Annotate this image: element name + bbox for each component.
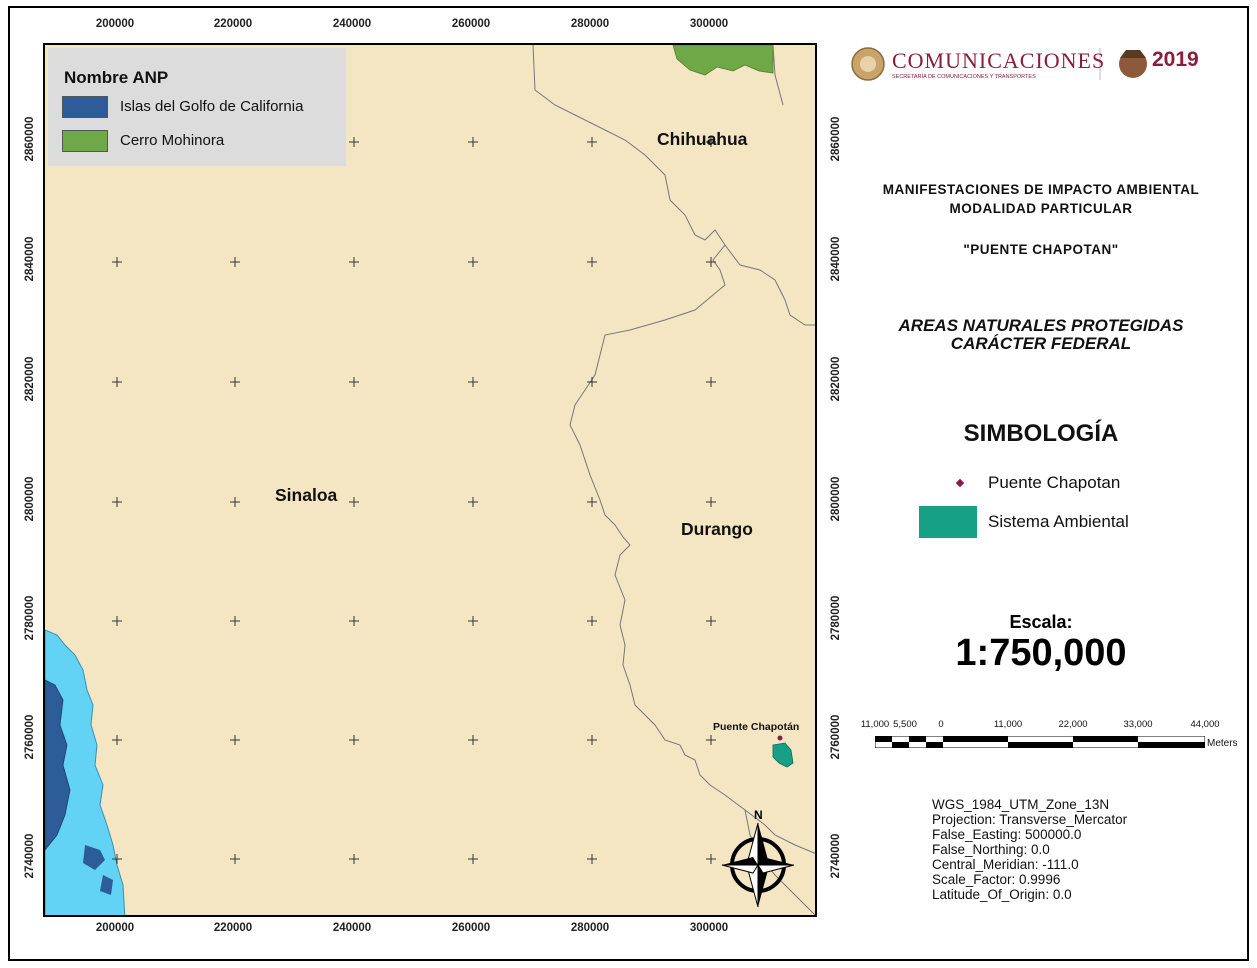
scale-bar-label: 44,000: [1190, 719, 1220, 730]
x-tick-label: 200000: [95, 922, 135, 934]
legend-swatch-mohinora: [62, 130, 108, 152]
sistema-ambiental-region: [772, 742, 794, 768]
x-tick-label: 240000: [332, 18, 372, 30]
legend-title: Nombre ANP: [64, 68, 169, 87]
label-chihuahua: Chihuahua: [657, 129, 748, 149]
x-tick-label: 220000: [213, 922, 253, 934]
title-line1: MANIFESTACIONES DE IMPACTO AMBIENTAL: [882, 182, 1200, 197]
scale-bar-label: 5,500: [893, 719, 917, 730]
subtitle-line1: AREAS NATURALES PROTEGIDAS: [898, 316, 1184, 335]
label-puente-chapotan: Puente Chapotán: [713, 721, 800, 733]
x-tick-label: 220000: [213, 18, 253, 30]
legend-label-mohinora: Cerro Mohinora: [120, 132, 225, 149]
y-tick-label: 2820000: [830, 356, 842, 402]
y-tick-label: 2740000: [830, 833, 842, 879]
sct-logo: COMUNICACIONES SECRETARÍA DE COMUNICACIO…: [850, 42, 1220, 84]
islas-region: [45, 679, 71, 851]
logo-subtext: SECRETARÍA DE COMUNICACIONES Y TRANSPORT…: [892, 74, 1036, 80]
north-arrow: N: [721, 808, 795, 908]
scale-unit: Meters: [1207, 738, 1238, 749]
svg-text:N: N: [754, 808, 763, 822]
projection-line: False_Northing: 0.0: [932, 842, 1050, 857]
map-canvas: N: [45, 45, 815, 915]
projection-line: WGS_1984_UTM_Zone_13N: [932, 797, 1110, 812]
scale-bar: [875, 736, 1205, 748]
legend-swatch-islas: [62, 96, 108, 118]
x-tick-label: 280000: [570, 18, 610, 30]
legend-label-islas: Islas del Golfo de California: [120, 98, 304, 115]
islas-small-2: [100, 875, 113, 895]
logo-text: COMUNICACIONES: [892, 48, 1106, 73]
y-tick-label: 2860000: [830, 116, 842, 162]
x-tick-label: 260000: [451, 18, 491, 30]
x-tick-label: 300000: [689, 922, 729, 934]
label-durango: Durango: [681, 519, 753, 539]
label-sinaloa: Sinaloa: [275, 485, 338, 505]
y-tick-label: 2800000: [24, 476, 36, 522]
y-tick-label: 2740000: [24, 833, 36, 879]
y-tick-label: 2840000: [830, 236, 842, 282]
projection-info: WGS_1984_UTM_Zone_13N Projection: Transv…: [932, 797, 1127, 902]
logo-graphic: [851, 47, 1147, 81]
scale-bar-label: 33,000: [1123, 719, 1153, 730]
projection-line: Scale_Factor: 0.9996: [932, 872, 1061, 887]
y-tick-label: 2840000: [24, 236, 36, 282]
water-body: [45, 629, 126, 915]
symbology-label-puente: Puente Chapotan: [988, 473, 1121, 492]
border-chihuahua-east: [772, 45, 784, 106]
y-tick-label: 2860000: [24, 116, 36, 162]
x-tick-label: 240000: [332, 922, 372, 934]
islas-small: [83, 845, 105, 870]
project-name: "PUENTE CHAPOTAN": [963, 242, 1119, 257]
scale-bar-label: 11,000: [860, 719, 890, 730]
y-tick-label: 2780000: [24, 595, 36, 641]
x-tick-label: 280000: [570, 922, 610, 934]
scale-label: Escala:: [1009, 612, 1073, 632]
symbology-label-sistema: Sistema Ambiental: [988, 512, 1129, 531]
scale-bar-label: 22,000: [1058, 719, 1088, 730]
graticule: [112, 137, 716, 864]
subtitle-line2: CARÁCTER FEDERAL: [950, 334, 1132, 353]
projection-line: Latitude_Of_Origin: 0.0: [932, 887, 1072, 902]
map-area[interactable]: N Chihuahua Sinaloa Durango Puente Chapo…: [43, 43, 817, 917]
scale-value: 1:750,000: [955, 632, 1127, 674]
scale-bar-label: 11,000: [993, 719, 1023, 730]
border-sinaloa-chihuahua: [532, 45, 815, 854]
border-durango-coast: [744, 809, 815, 915]
y-tick-label: 2800000: [830, 476, 842, 522]
projection-line: False_Easting: 500000.0: [932, 827, 1082, 842]
x-tick-label: 200000: [95, 18, 135, 30]
mohinora-region: [672, 45, 774, 76]
title-line2: MODALIDAD PARTICULAR: [949, 201, 1133, 216]
symbology-swatch-sistema: [919, 506, 977, 538]
border-chihuahua-durango: [724, 244, 815, 326]
y-tick-label: 2820000: [24, 356, 36, 402]
scale-bar-label: 0: [938, 719, 944, 730]
map-frame: [8, 6, 1249, 961]
y-tick-label: 2760000: [24, 714, 36, 760]
puente-chapotan-point: [777, 735, 783, 741]
symbology-title: SIMBOLOGÍA: [963, 420, 1119, 447]
projection-line: Central_Meridian: -111.0: [932, 857, 1079, 872]
projection-line: Projection: Transverse_Mercator: [932, 812, 1128, 827]
x-tick-label: 260000: [451, 922, 491, 934]
x-tick-label: 300000: [689, 18, 729, 30]
logo-year: 2019: [1152, 48, 1199, 71]
y-tick-label: 2760000: [830, 714, 842, 760]
anp-legend: Nombre ANP Islas del Golfo de California…: [48, 48, 346, 166]
